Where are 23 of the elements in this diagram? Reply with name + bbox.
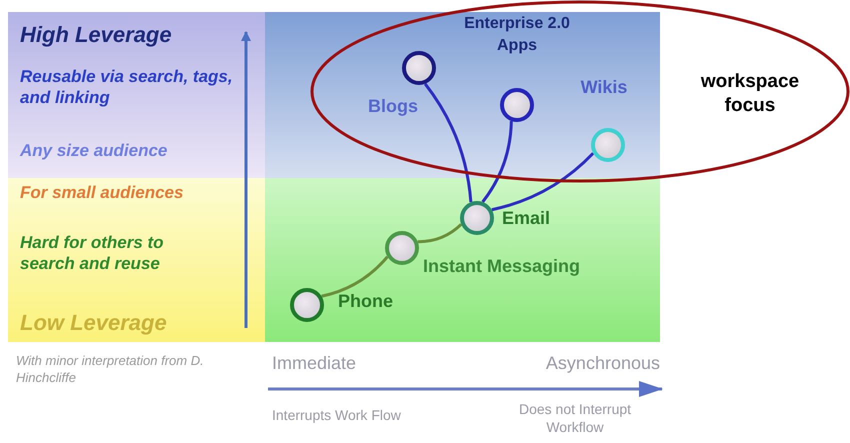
node-label: Blogs	[366, 95, 419, 117]
credit-note: With minor interpretation from D. Hinchcliffe	[16, 352, 205, 386]
node-label: Email	[502, 207, 552, 229]
node-label: Instant Messaging	[423, 255, 582, 277]
scale-label: Hard for others to search and reuse	[20, 232, 165, 274]
connector-line	[481, 120, 513, 203]
scale-label: Low Leverage	[20, 310, 168, 336]
connector-line	[418, 223, 462, 244]
node-label: Wikis	[580, 76, 628, 98]
scale-label: Any size audience	[20, 140, 168, 161]
axis-label: Immediate	[272, 352, 358, 374]
axis-label: Interrupts Work Flow	[272, 406, 402, 424]
node-label: Enterprise 2.0 Apps	[463, 14, 571, 56]
axis-label: Asynchronous	[544, 352, 660, 374]
callout-text: workspace focus	[700, 70, 800, 118]
scale-label: High Leverage	[20, 22, 173, 48]
scale-label: For small audiences	[20, 182, 184, 203]
node-label: Phone	[338, 290, 394, 312]
connector-line	[424, 82, 472, 202]
connector-line	[321, 256, 389, 298]
connector-line	[492, 152, 594, 212]
scale-label: Reusable via search, tags, and linking	[20, 66, 234, 108]
axis-label: Does not Interrupt Workflow	[518, 400, 632, 436]
